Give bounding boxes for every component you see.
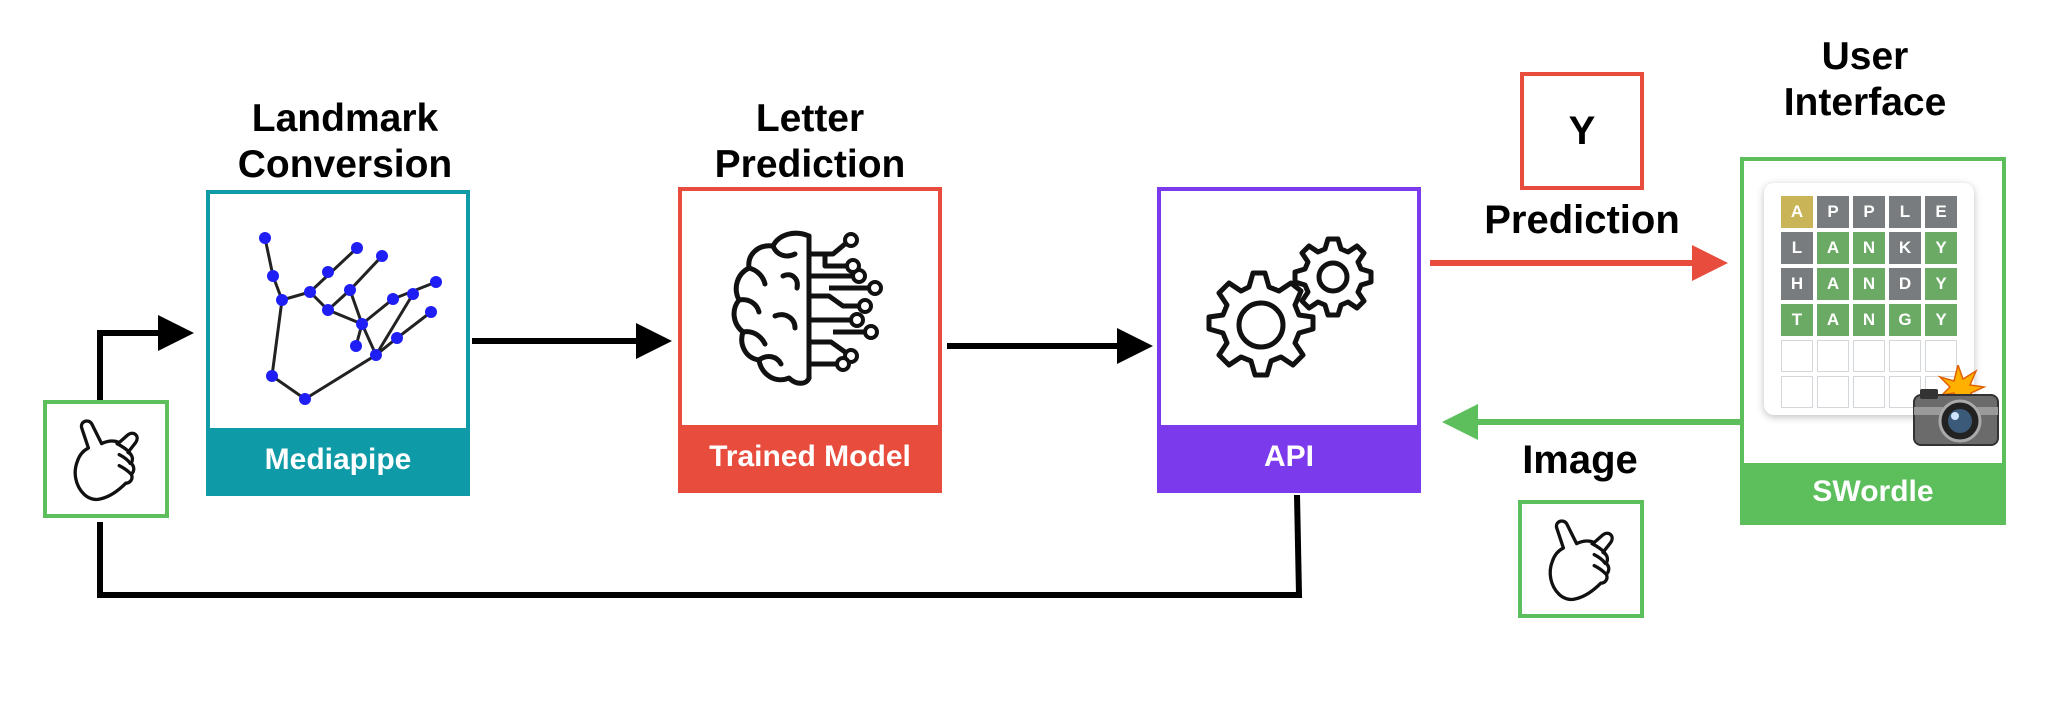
wordle-tile: A [1817, 268, 1849, 300]
wordle-tile: D [1889, 268, 1921, 300]
hand-landmark-skeleton-icon [259, 232, 442, 405]
input-hand-box [43, 400, 169, 518]
letter-title: Letter Prediction [690, 96, 930, 188]
call-me-hand-icon [1548, 519, 1614, 602]
letter-title-line2: Prediction [714, 143, 906, 186]
wordle-tile: E [1925, 196, 1957, 228]
api-stage: API [1157, 187, 1421, 493]
mediapipe-stage: Mediapipe [206, 190, 470, 496]
prediction-letter-box: Y [1520, 72, 1644, 190]
wordle-tile [1925, 340, 1957, 372]
wordle-tile [1781, 376, 1813, 408]
wordle-tile: Y [1925, 304, 1957, 336]
wordle-tile: K [1889, 232, 1921, 264]
wordle-tile: Y [1925, 232, 1957, 264]
api-label: API [1263, 440, 1314, 473]
wordle-tile [1853, 376, 1885, 408]
wordle-tile: N [1853, 268, 1885, 300]
wordle-tile [1853, 340, 1885, 372]
prediction-letter: Y [1568, 108, 1596, 153]
landmark-title-line2: Conversion [237, 143, 453, 186]
api-footer: API [1161, 425, 1417, 489]
landmark-title: Landmark Conversion [215, 96, 475, 188]
mediapipe-label: Mediapipe [264, 443, 412, 476]
feedback-loop-arrow [97, 494, 1303, 598]
gears-icon [1206, 236, 1374, 378]
camera-flash-icon [1913, 365, 1999, 446]
prediction-label: Prediction [1484, 198, 1680, 242]
trained-model-stage: Trained Model [678, 187, 942, 493]
wordle-tile: G [1889, 304, 1921, 336]
ui-title-line2: Interface [1783, 81, 1947, 124]
wordle-tile [1817, 340, 1849, 372]
landmark-title-line1: Landmark [251, 97, 439, 140]
wordle-tile [1889, 376, 1921, 408]
wordle-tile [1817, 376, 1849, 408]
ui-title: User Interface [1745, 34, 1985, 126]
wordle-tile: P [1853, 196, 1885, 228]
wordle-tile: N [1853, 232, 1885, 264]
image-label: Image [1522, 438, 1638, 482]
wordle-tile: P [1817, 196, 1849, 228]
call-me-hand-icon [73, 419, 139, 502]
letter-title-line1: Letter [755, 97, 865, 140]
wordle-tile [1889, 340, 1921, 372]
circuit-brain-icon [731, 230, 883, 386]
wordle-tile [1781, 340, 1813, 372]
mediapipe-footer: Mediapipe [210, 428, 466, 492]
wordle-tile: L [1781, 232, 1813, 264]
trained-model-footer: Trained Model [682, 425, 938, 489]
wordle-tile: T [1781, 304, 1813, 336]
wordle-tile: A [1817, 304, 1849, 336]
swordle-footer: SWordle [1744, 463, 2002, 521]
wordle-tile: H [1781, 268, 1813, 300]
wordle-tile: Y [1925, 268, 1957, 300]
input-to-mediapipe-arrow [97, 315, 194, 400]
trained-model-label: Trained Model [709, 440, 911, 473]
swordle-label: SWordle [1812, 475, 1934, 508]
wordle-tile: A [1781, 196, 1813, 228]
wordle-tile: A [1817, 232, 1849, 264]
wordle-tile: L [1889, 196, 1921, 228]
ui-title-line1: User [1821, 35, 1909, 78]
image-hand-box [1518, 500, 1644, 618]
wordle-tile: N [1853, 304, 1885, 336]
